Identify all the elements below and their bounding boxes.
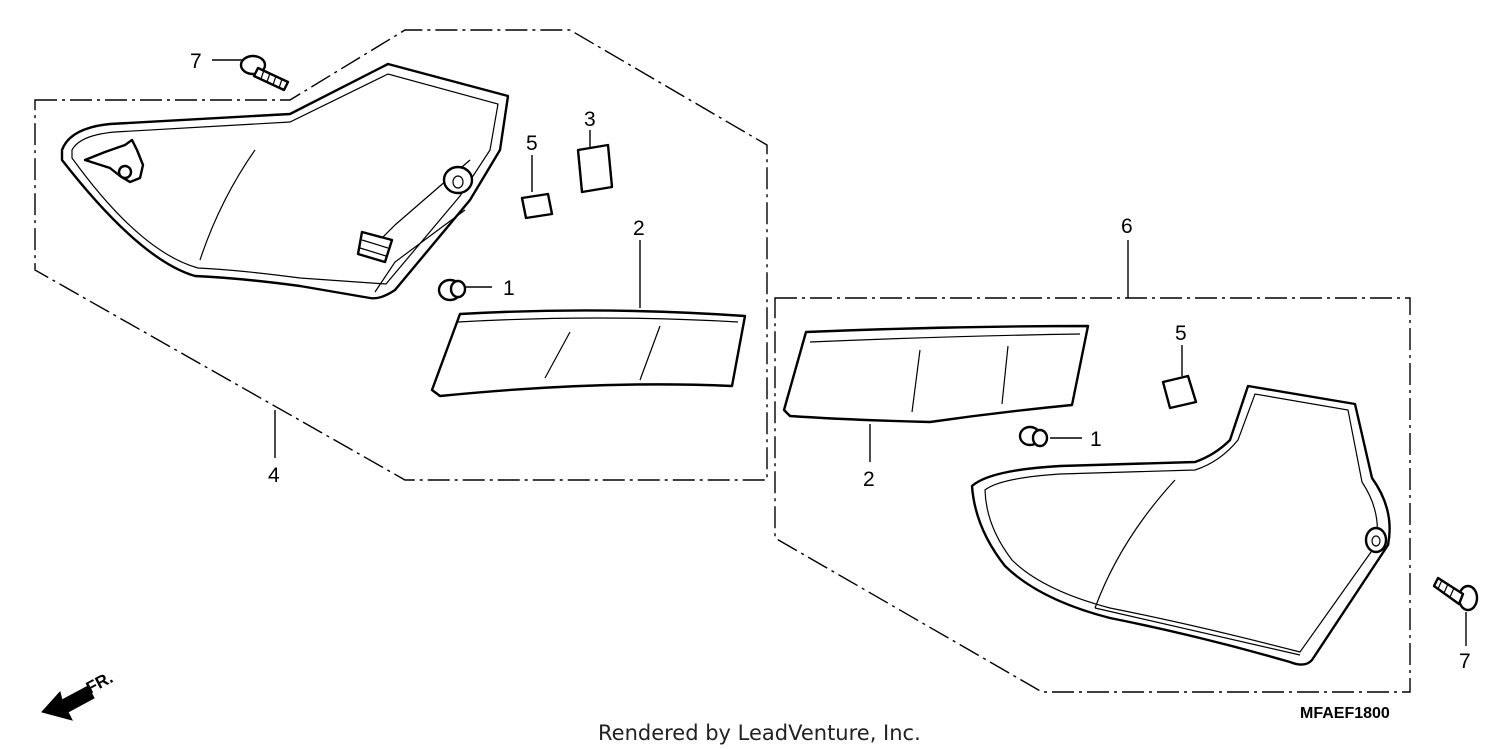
right-assembly-group-6	[774, 297, 1479, 693]
panel-2-right	[782, 324, 1090, 424]
front-direction-marker: FR.	[41, 668, 116, 721]
callout-7-top: 7	[190, 50, 202, 73]
right-side-cover	[970, 384, 1391, 666]
left-assembly-boundary	[34, 29, 768, 481]
leader-lines	[212, 59, 1467, 646]
credit-text: Rendered by LeadVenture, Inc.	[598, 721, 921, 745]
callout-4: 4	[268, 464, 280, 487]
callout-6: 6	[1121, 215, 1133, 238]
emblem-5-left	[520, 192, 554, 220]
callout-1-right: 1	[1090, 428, 1102, 451]
callout-1-left: 1	[503, 277, 515, 300]
left-assembly-group-4	[34, 29, 768, 481]
callout-5-right: 5	[1175, 322, 1187, 345]
callout-3: 3	[584, 108, 596, 131]
bolt-7-bottom	[1432, 576, 1479, 612]
panel-2-left	[430, 309, 747, 398]
front-arrow-icon	[41, 685, 95, 721]
callout-2-left: 2	[633, 217, 645, 240]
right-assembly-boundary	[774, 297, 1411, 693]
left-side-cover	[60, 62, 510, 300]
callout-2-right: 2	[863, 468, 875, 491]
emblem-5-right	[1161, 374, 1198, 410]
grommet-1-right	[1018, 425, 1049, 448]
diagram-code: MFAEF1800	[1300, 705, 1390, 722]
callout-7-bottom: 7	[1459, 650, 1471, 673]
emblem-3	[576, 143, 614, 194]
grommet-1-left	[437, 278, 467, 302]
callout-5-left: 5	[526, 132, 538, 155]
bolt-7-top	[239, 54, 290, 92]
